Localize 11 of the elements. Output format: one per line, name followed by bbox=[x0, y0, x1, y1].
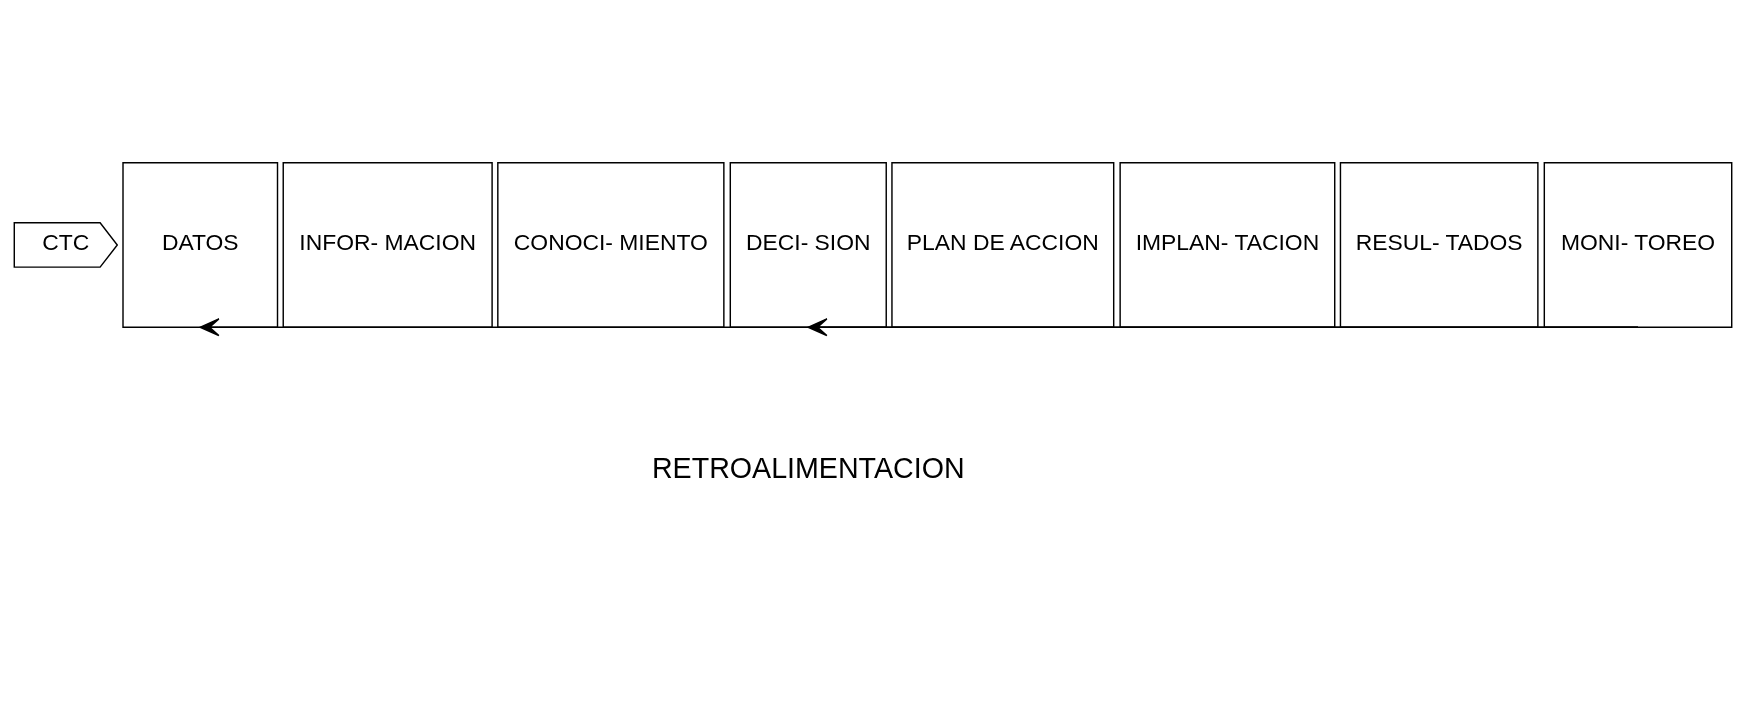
node-box: DECI- SION bbox=[729, 161, 887, 328]
node-box: RESUL- TADOS bbox=[1339, 161, 1539, 328]
node-box: INFOR- MACION bbox=[282, 161, 493, 328]
node-box: DATOS bbox=[122, 161, 279, 328]
label: RETROALIMENTACION bbox=[651, 451, 965, 484]
arrow bbox=[807, 317, 1639, 336]
node-box: MONI- TOREO bbox=[1543, 161, 1733, 328]
arrow bbox=[199, 317, 1639, 336]
node-box: IMPLAN- TACION bbox=[1119, 161, 1336, 328]
node-box: PLAN DE ACCION bbox=[891, 161, 1115, 328]
node-box: CONOCI- MIENTO bbox=[497, 161, 725, 328]
